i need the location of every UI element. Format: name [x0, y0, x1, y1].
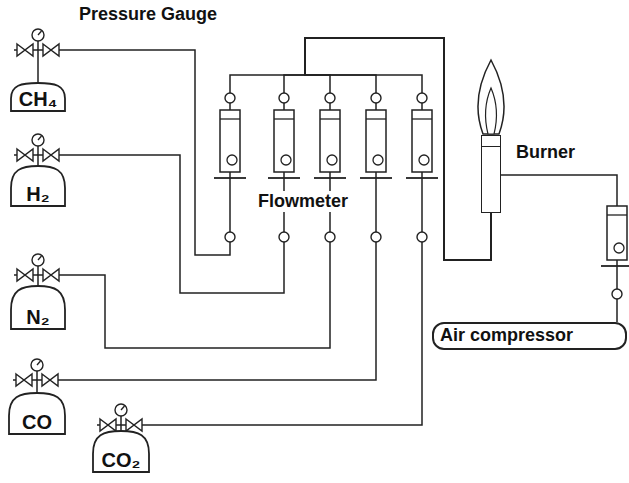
gas-pipe	[38, 38, 491, 260]
flowmeter-float	[227, 155, 237, 165]
flowmeter-tube	[412, 110, 432, 172]
pipe-fitting	[612, 289, 622, 299]
gas-cylinder: CH₄	[10, 82, 66, 112]
gas-cylinder: H₂	[10, 165, 66, 207]
flame	[478, 60, 504, 134]
flowmeter-base	[406, 177, 438, 179]
gauge-needle	[121, 406, 125, 410]
valve-symbol	[43, 44, 59, 56]
gauge-stem	[37, 266, 39, 275]
cylinder-shape	[93, 431, 149, 472]
compressor-label: Air compressor	[440, 326, 573, 346]
flowmeter-band	[320, 118, 340, 119]
gas-name: H₂	[26, 183, 49, 205]
flowmeter-base	[601, 265, 629, 267]
gas-pipe	[37, 38, 491, 392]
flowmeter-band	[274, 118, 294, 119]
gas-name: CH₄	[19, 88, 57, 110]
cylinder-shape	[11, 286, 65, 329]
pressure-gauge	[31, 359, 43, 371]
flowmeter-float	[373, 155, 383, 165]
gas-cylinder: CO	[8, 392, 66, 435]
gas-cylinder: CO₂	[92, 430, 150, 473]
pipe-fitting	[371, 93, 381, 103]
flowmeter-base	[314, 177, 346, 179]
burner-band	[482, 146, 500, 147]
valve-symbol	[100, 419, 116, 431]
flowmeter-tube	[366, 110, 386, 172]
part-label: Pressure Gauge	[76, 4, 220, 25]
pipe-fitting	[225, 93, 235, 103]
pipe-fitting	[371, 232, 381, 242]
flowmeter-tube	[607, 206, 627, 260]
flowmeter-band	[220, 118, 240, 119]
gauge-needle	[37, 361, 41, 365]
gas-pipe	[501, 175, 617, 322]
flowmeter-float	[419, 155, 429, 165]
pressure-gauge	[32, 254, 44, 266]
cylinder-shape	[11, 166, 65, 206]
valve-symbol	[43, 149, 59, 161]
pipe-fitting	[325, 93, 335, 103]
flowmeter-tube	[320, 110, 340, 172]
pipe-fitting	[279, 93, 289, 103]
flowmeter-base	[360, 177, 392, 179]
pipe-fitting	[279, 232, 289, 242]
gauge-needle	[38, 256, 42, 260]
flowmeter-base	[268, 177, 300, 179]
gas-pipe	[38, 38, 491, 348]
pipe-fitting	[417, 93, 427, 103]
gas-name: CO₂	[102, 449, 141, 471]
valve-symbol	[17, 44, 33, 56]
gas-cylinder: N₂	[10, 285, 66, 330]
burner-tube: Burner	[481, 135, 501, 213]
gauge-needle	[38, 136, 42, 140]
valve-symbol	[42, 374, 58, 386]
pressure-gauge	[115, 404, 127, 416]
gauge-stem	[37, 41, 39, 50]
gas-name: CO	[22, 411, 52, 433]
burner-label: Burner	[516, 143, 575, 163]
compressor-box: Air compressor	[432, 322, 627, 350]
pipe-fitting	[417, 232, 427, 242]
flowmeter-band	[607, 214, 627, 215]
valve-symbol	[16, 374, 32, 386]
gauge-needle	[38, 31, 42, 35]
part-label: Flowmeter	[255, 191, 351, 212]
inner-flame	[486, 88, 497, 134]
gauge-stem	[120, 416, 122, 425]
gauge-stem	[37, 146, 39, 155]
pressure-gauge	[32, 134, 44, 146]
flowmeter-band	[366, 118, 386, 119]
cylinder-shape	[11, 83, 65, 111]
flowmeter-tube	[220, 110, 240, 172]
gauge-stem	[36, 371, 38, 380]
pipe-fitting	[325, 232, 335, 242]
valve-symbol	[17, 149, 33, 161]
flowmeter-band	[412, 118, 432, 119]
gas-pipe	[38, 38, 491, 293]
flowmeter-float	[327, 155, 337, 165]
cylinder-shape	[9, 393, 65, 434]
valve-symbol	[17, 269, 33, 281]
flowmeter-float	[614, 243, 624, 253]
flowmeter-float	[281, 155, 291, 165]
pressure-gauge	[32, 29, 44, 41]
valve-symbol	[126, 419, 142, 431]
gas-pipe	[121, 38, 491, 430]
valve-symbol	[43, 269, 59, 281]
gas-name: N₂	[26, 306, 49, 328]
flowmeter-tube	[274, 110, 294, 172]
flowmeter-base	[214, 177, 246, 179]
pipe-fitting	[225, 232, 235, 242]
